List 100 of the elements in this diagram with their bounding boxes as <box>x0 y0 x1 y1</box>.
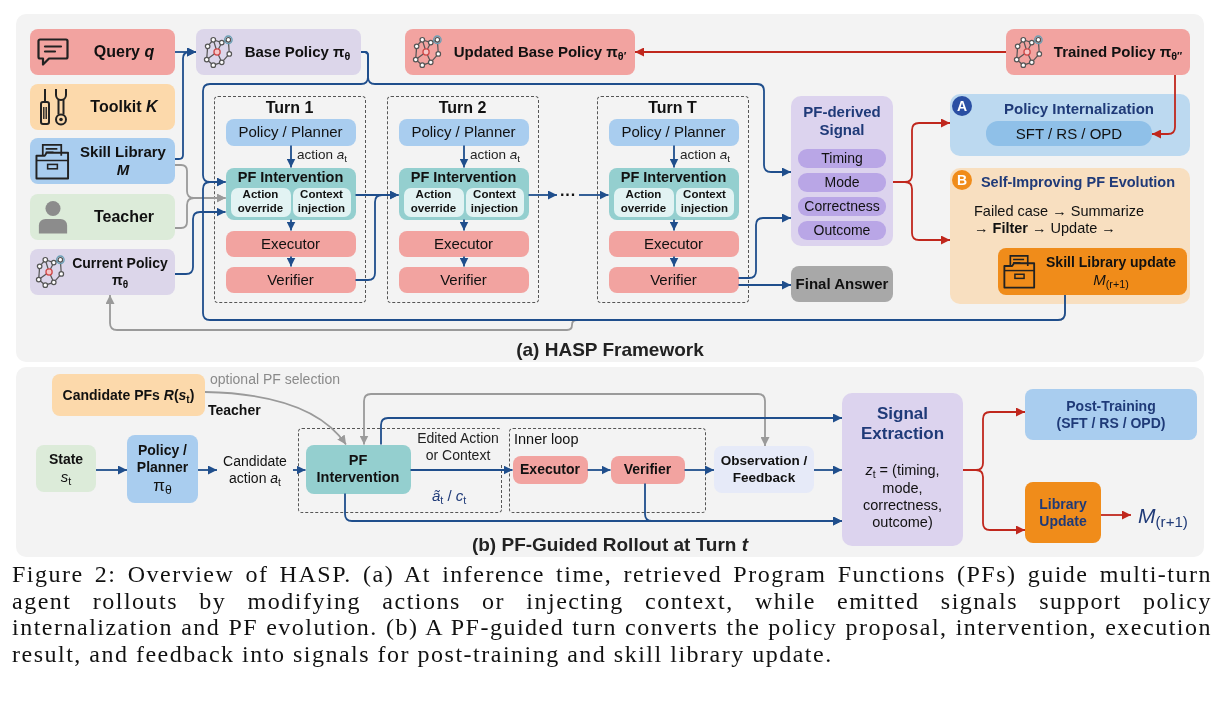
arrow <box>286 144 296 169</box>
box-label: Policy / Planner <box>135 442 190 476</box>
process-box <box>986 121 1152 146</box>
arrow <box>683 465 715 475</box>
box-label: Candidate PFs R(s$_{t}$) <box>62 386 195 404</box>
box-label: Executor <box>260 234 321 253</box>
arrow <box>286 255 296 268</box>
process-box <box>30 194 175 240</box>
process-box <box>791 266 893 302</box>
process-box <box>608 266 739 293</box>
box-label: Verifier <box>267 270 314 289</box>
arrow <box>174 207 227 275</box>
box-label: Final Answer <box>795 275 889 293</box>
arrow <box>737 213 792 279</box>
process-box <box>127 435 198 503</box>
arrow <box>174 47 197 160</box>
arrow <box>634 47 1007 57</box>
node-caption: Teacher <box>208 402 261 419</box>
box-label: Outcome <box>813 222 871 239</box>
box-label: Library Update <box>1038 495 1088 530</box>
signal-pill <box>798 221 886 240</box>
box-label: Timing <box>821 150 863 167</box>
box-label: Base Policy π$_{θ}$ <box>244 43 351 61</box>
signal-pill <box>798 149 886 168</box>
frame-title: Inner loop <box>514 431 579 449</box>
process-box <box>196 29 361 75</box>
box-label: M$_{(r+1)}$ <box>1093 270 1129 289</box>
arrow <box>204 391 347 446</box>
process-box <box>998 248 1187 295</box>
arrow <box>380 413 843 446</box>
box-title: Self-Improving PF Evolution <box>980 174 1176 192</box>
arrow <box>892 181 951 245</box>
arrow <box>962 469 1026 535</box>
frame-title: Turn 2 <box>438 98 487 118</box>
box-label: Action override <box>409 188 458 216</box>
arrow <box>578 190 610 200</box>
process-box <box>398 118 529 146</box>
process-box <box>608 230 739 257</box>
box-label: Policy / Planner <box>238 123 343 141</box>
process-box <box>30 138 175 184</box>
arrow <box>1100 510 1132 520</box>
panel-background <box>16 367 1204 557</box>
process-box <box>52 374 205 416</box>
arrow <box>202 177 1066 321</box>
box-title: PF-derived Signal <box>802 103 882 139</box>
box-label: Post-Training <box>1066 397 1156 415</box>
arrow <box>737 280 792 290</box>
panel-title: (b) PF-Guided Rollout at Turn t <box>471 533 749 557</box>
box-label: Context injection <box>679 188 730 216</box>
arrow <box>644 482 843 526</box>
process-box <box>608 118 739 146</box>
arrow <box>95 465 128 475</box>
process-box <box>608 167 739 220</box>
arrow <box>669 255 679 268</box>
panel-title: (a) HASP Framework <box>516 338 704 362</box>
box-label: Context injection <box>296 188 347 216</box>
box-label: Teacher <box>93 207 155 227</box>
edge-label: optional PF selection <box>210 371 340 388</box>
box-title: Signal Extraction <box>859 403 946 445</box>
process-box <box>225 230 356 257</box>
double-arrow <box>359 393 770 447</box>
text-label: M$_{(r+1)}$ <box>1131 502 1195 528</box>
arrow <box>527 190 558 200</box>
edge-label: action a$_{t}$ <box>470 147 520 164</box>
box-label: Executor <box>520 461 580 478</box>
edge-label: action a$_{t}$ <box>297 147 347 164</box>
process-box <box>30 249 175 295</box>
box-label: s$_{t}$ <box>60 467 72 486</box>
process-box <box>305 444 411 494</box>
process-box <box>398 266 529 293</box>
box-label: Updated Base Policy π$_{θ′}$ <box>453 43 627 61</box>
box-title: Policy Internalization <box>1004 100 1154 118</box>
arrow <box>292 465 307 475</box>
box-label: Verifier <box>440 270 487 289</box>
process-box <box>225 118 356 146</box>
process-box <box>714 446 814 493</box>
box-title: PF Intervention <box>410 168 517 187</box>
edge-label: action a$_{t}$ <box>680 147 730 164</box>
box-label: Verifier <box>650 270 697 289</box>
dashed-frame <box>597 96 749 303</box>
arrow <box>586 465 612 475</box>
arrow <box>669 218 679 232</box>
process-box <box>1025 389 1197 440</box>
arrow <box>286 218 296 232</box>
text-label: Candidate action a$_{t}$ <box>217 453 293 487</box>
box-label: Toolkit K <box>90 97 158 117</box>
signal-pill <box>798 197 886 216</box>
box-text: z$_{t}$ = (timing, mode, correctness, outcome) <box>862 462 943 532</box>
box-label: (SFT / RS / OPD) <box>1056 414 1166 432</box>
box-label: Executor <box>433 234 494 253</box>
arrow <box>174 193 227 229</box>
signal-pill <box>798 173 886 192</box>
group-box <box>950 168 1190 304</box>
process-box <box>36 445 96 492</box>
arrow <box>459 255 469 268</box>
box-label: State <box>48 451 84 468</box>
box-label: Correctness <box>804 198 880 215</box>
letter-badge: B <box>952 170 972 190</box>
group-box <box>791 96 893 246</box>
process-box <box>225 266 356 293</box>
